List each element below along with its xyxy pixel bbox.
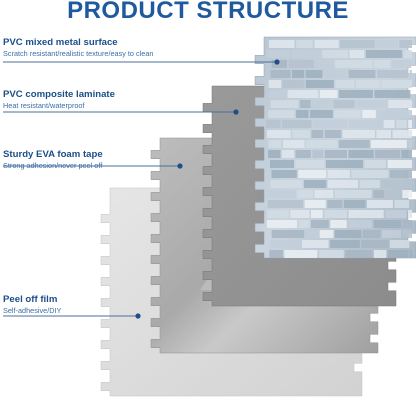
leader-dot-film [135, 313, 140, 318]
layer-name: PVC mixed metal surface [3, 37, 153, 49]
layer-name: PVC composite laminate [3, 89, 115, 101]
layer-description: Self-adhesive/DIY [3, 306, 61, 316]
layer-metal-surface [255, 37, 416, 258]
layer-name: Sturdy EVA foam tape [3, 149, 103, 161]
label-metal-surface: PVC mixed metal surface Scratch resistan… [3, 37, 153, 59]
label-foam-tape: Sturdy EVA foam tape Strong adhesion/nev… [3, 149, 103, 171]
label-composite-laminate: PVC composite laminate Heat resistant/wa… [3, 89, 115, 111]
leader-dot-foam [177, 163, 182, 168]
layer-description: Scratch resistant/realistic texture/easy… [3, 49, 153, 59]
layer-name: Peel off film [3, 294, 61, 306]
label-peel-off-film: Peel off film Self-adhesive/DIY [3, 294, 61, 316]
layer-description: Heat resistant/waterproof [3, 101, 115, 111]
layer-description: Strong adhesion/never peel off [3, 161, 103, 171]
leader-dot-laminate [233, 109, 238, 114]
leader-dot-surface [274, 59, 279, 64]
